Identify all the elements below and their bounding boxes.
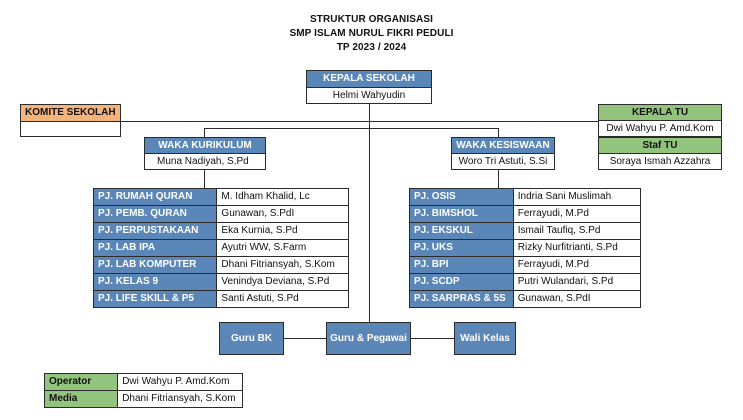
chart-title-2: SMP ISLAM NURUL FIKRI PEDULI [289,28,454,39]
chart-title-1: STRUKTUR ORGANISASI [309,14,433,25]
kepala-tu-name: Dwi Wahyu P. Amd.Kom [598,120,722,137]
kurikulum-pj-row-name: M. Idham Khalid, Lc [216,188,349,206]
komite-sekolah-title: KOMITE SEKOLAH [20,104,121,122]
staf-tu-name: Soraya Ismah Azzahra [598,153,722,170]
kesiswaan-pj-row-name: Indria Sani Muslimah [512,188,642,206]
kesiswaan-pj-row-name: Ismail Taufiq, S.Pd [512,222,642,240]
connector-horizontal-top [121,121,598,122]
kesiswaan-pj-row-role: PJ. EKSKUL [409,222,514,240]
kesiswaan-pj-row-name: Rizky Nurfitrianti, S.Pd [512,239,642,257]
connector-main-vertical [369,104,370,324]
chart-title-3: TP 2023 / 2024 [336,42,407,53]
guru-bk-box: Guru BK [219,322,284,355]
operator-media-row-role: Operator [43,373,119,391]
kurikulum-pj-row-role: PJ. RUMAH QURAN [92,188,218,206]
kepala-tu-title: KEPALA TU [598,104,722,121]
connector-waka-horizontal [204,128,498,129]
connector-waka-kesiswaan-right [498,128,499,137]
kurikulum-pj-row-role: PJ. PEMB. QURAN [92,205,218,223]
kurikulum-pj-row-role: PJ. LIFE SKILL & P5 [92,290,218,308]
connector-kurikulum-table [204,170,205,188]
kesiswaan-pj-row-role: PJ. BIMSHOL [409,205,514,223]
waka-kesiswaan-name: Woro Tri Astuti, S.Si [451,153,555,170]
kurikulum-pj-row-role: PJ. LAB KOMPUTER [92,256,218,274]
operator-media-row-name: Dhani Fitriansyah, S.Kom [117,390,243,408]
kesiswaan-pj-row-name: Putri Wulandari, S.Pd [512,273,642,291]
kurikulum-pj-row-role: PJ. KELAS 9 [92,273,218,291]
kurikulum-pj-row-name: Santi Astuti, S.Pd [216,290,349,308]
kurikulum-pj-row-name: Dhani Fitriansyah, S.Kom [216,256,349,274]
wali-kelas-box: Wali Kelas [454,322,516,355]
operator-media-row-role: Media [43,390,119,408]
kurikulum-pj-row-name: Gunawan, S.PdI [216,205,349,223]
kesiswaan-pj-row-role: PJ. SARPRAS & 5S [409,290,514,308]
kurikulum-pj-row-name: Ayutri WW, S.Farm [216,239,349,257]
kurikulum-pj-row-name: Eka Kurnia, S.Pd [216,222,349,240]
kesiswaan-pj-row-name: Ferrayudi, M.Pd [512,205,642,223]
kurikulum-pj-row-name: Venindya Deviana, S.Pd [216,273,349,291]
kurikulum-pj-row-role: PJ. PERPUSTAKAAN [92,222,218,240]
staf-tu-title: Staf TU [598,137,722,154]
kesiswaan-pj-row-name: Gunawan, S.PdI [512,290,642,308]
connector-waka-kurikulum-left [204,128,205,137]
kesiswaan-pj-row-name: Ferrayudi, M.Pd [512,256,642,274]
kepala-sekolah-title: KEPALA SEKOLAH [306,70,432,88]
kesiswaan-pj-row-role: PJ. UKS [409,239,514,257]
guru-pegawai-box: Guru & Pegawai [326,322,411,355]
kesiswaan-pj-row-role: PJ. BPI [409,256,514,274]
kesiswaan-pj-row-role: PJ. SCDP [409,273,514,291]
waka-kesiswaan-title: WAKA KESISWAAN [451,137,555,154]
kurikulum-pj-row-role: PJ. LAB IPA [92,239,218,257]
waka-kurikulum-name-text: Muna Nadiyah, S.Pd [157,155,249,167]
kesiswaan-pj-row-role: PJ. OSIS [409,188,514,206]
connector-kesiswaan-table [498,170,499,188]
komite-sekolah-label: KOMITE SEKOLAH [25,107,116,118]
waka-kurikulum-name: Muna Nadiyah, S.Pd [144,153,266,170]
waka-kurikulum-title: WAKA KURIKULUM [144,137,266,154]
kepala-sekolah-name: Helmi Wahyudin [306,87,432,104]
komite-sekolah-name [20,121,121,137]
operator-media-row-name: Dwi Wahyu P. Amd.Kom [117,373,243,391]
